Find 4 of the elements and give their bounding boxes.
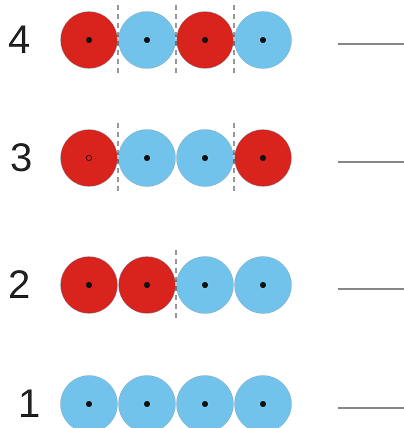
- row-number: 4: [8, 20, 30, 60]
- row-number: 2: [8, 265, 30, 305]
- row-number: 1: [18, 384, 40, 424]
- row-number: 3: [10, 138, 32, 178]
